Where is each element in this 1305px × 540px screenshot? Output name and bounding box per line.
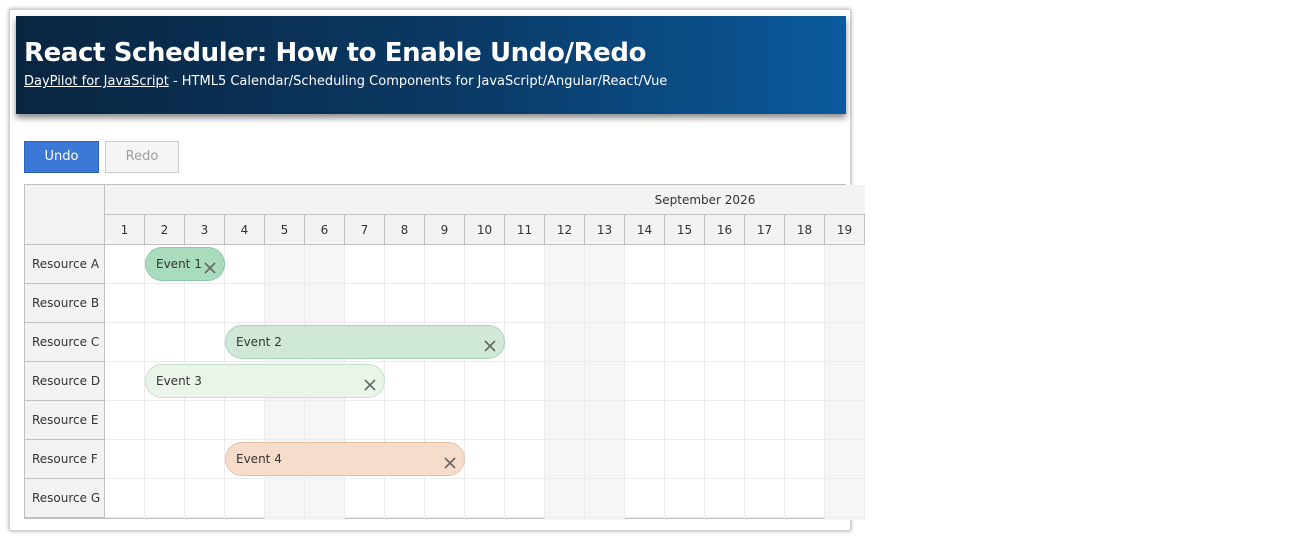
day-header-9: 9 (425, 215, 465, 245)
day-header-8: 8 (385, 215, 425, 245)
grid-row-line (105, 400, 865, 401)
grid-column (505, 245, 545, 520)
day-header-12: 12 (545, 215, 585, 245)
grid-column (585, 245, 625, 520)
close-icon[interactable] (362, 373, 378, 391)
resource-header: Resource E (25, 401, 105, 440)
day-header-2: 2 (145, 215, 185, 245)
day-header-4: 4 (225, 215, 265, 245)
scheduler-grid[interactable]: Event 1 Event 2 Event 3 Event 4 (105, 245, 865, 520)
resource-header: Resource D (25, 362, 105, 401)
day-header-5: 5 (265, 215, 305, 245)
grid-column (425, 245, 465, 520)
resource-header: Resource C (25, 323, 105, 362)
page-subtitle: DayPilot for JavaScript - HTML5 Calendar… (24, 74, 667, 89)
event-label: Event 1 (156, 257, 202, 271)
grid-column (105, 245, 145, 520)
event-bar[interactable]: Event 4 (225, 442, 465, 476)
undo-button[interactable]: Undo (24, 141, 99, 173)
day-header-19: 19 (825, 215, 865, 245)
resource-header: Resource F (25, 440, 105, 479)
redo-button[interactable]: Redo (105, 141, 179, 173)
grid-column (625, 245, 665, 520)
event-label: Event 3 (156, 374, 202, 388)
month-label: September 2026 (654, 193, 756, 207)
grid-row-line (105, 322, 865, 323)
app-window: React Scheduler: How to Enable Undo/Redo… (9, 9, 865, 531)
timeline-month-header: September 2026 (105, 185, 865, 215)
day-header-10: 10 (465, 215, 505, 245)
resource-header: Resource G (25, 479, 105, 518)
event-bar[interactable]: Event 1 (145, 247, 225, 281)
day-header-13: 13 (585, 215, 625, 245)
day-header-6: 6 (305, 215, 345, 245)
day-header-16: 16 (705, 215, 745, 245)
grid-row-line (105, 478, 865, 479)
grid-row-line (105, 361, 865, 362)
event-bar[interactable]: Event 3 (145, 364, 385, 398)
scheduler-corner (25, 185, 105, 245)
event-label: Event 4 (236, 452, 282, 466)
grid-row-line (105, 517, 865, 518)
grid-row-line (105, 439, 865, 440)
grid-column (785, 245, 825, 520)
day-header-17: 17 (745, 215, 785, 245)
day-header-15: 15 (665, 215, 705, 245)
grid-column (545, 245, 585, 520)
event-bar[interactable]: Event 2 (225, 325, 505, 359)
close-icon[interactable] (202, 256, 218, 274)
daypilot-link[interactable]: DayPilot for JavaScript (24, 74, 169, 89)
grid-column (825, 245, 865, 520)
day-header-14: 14 (625, 215, 665, 245)
resource-header: Resource A (25, 245, 105, 284)
close-icon[interactable] (442, 451, 458, 469)
day-header-1: 1 (105, 215, 145, 245)
grid-column (705, 245, 745, 520)
close-icon[interactable] (482, 334, 498, 352)
day-header-11: 11 (505, 215, 545, 245)
event-label: Event 2 (236, 335, 282, 349)
subtitle-text: - HTML5 Calendar/Scheduling Components f… (168, 74, 668, 89)
grid-column (385, 245, 425, 520)
page-title: React Scheduler: How to Enable Undo/Redo (24, 38, 647, 68)
grid-column (465, 245, 505, 520)
grid-row-line (105, 283, 865, 284)
day-header-18: 18 (785, 215, 825, 245)
page-header: React Scheduler: How to Enable Undo/Redo… (16, 16, 846, 114)
grid-column (665, 245, 705, 520)
resource-header: Resource B (25, 284, 105, 323)
day-header-3: 3 (185, 215, 225, 245)
grid-column (745, 245, 785, 520)
day-header-7: 7 (345, 215, 385, 245)
